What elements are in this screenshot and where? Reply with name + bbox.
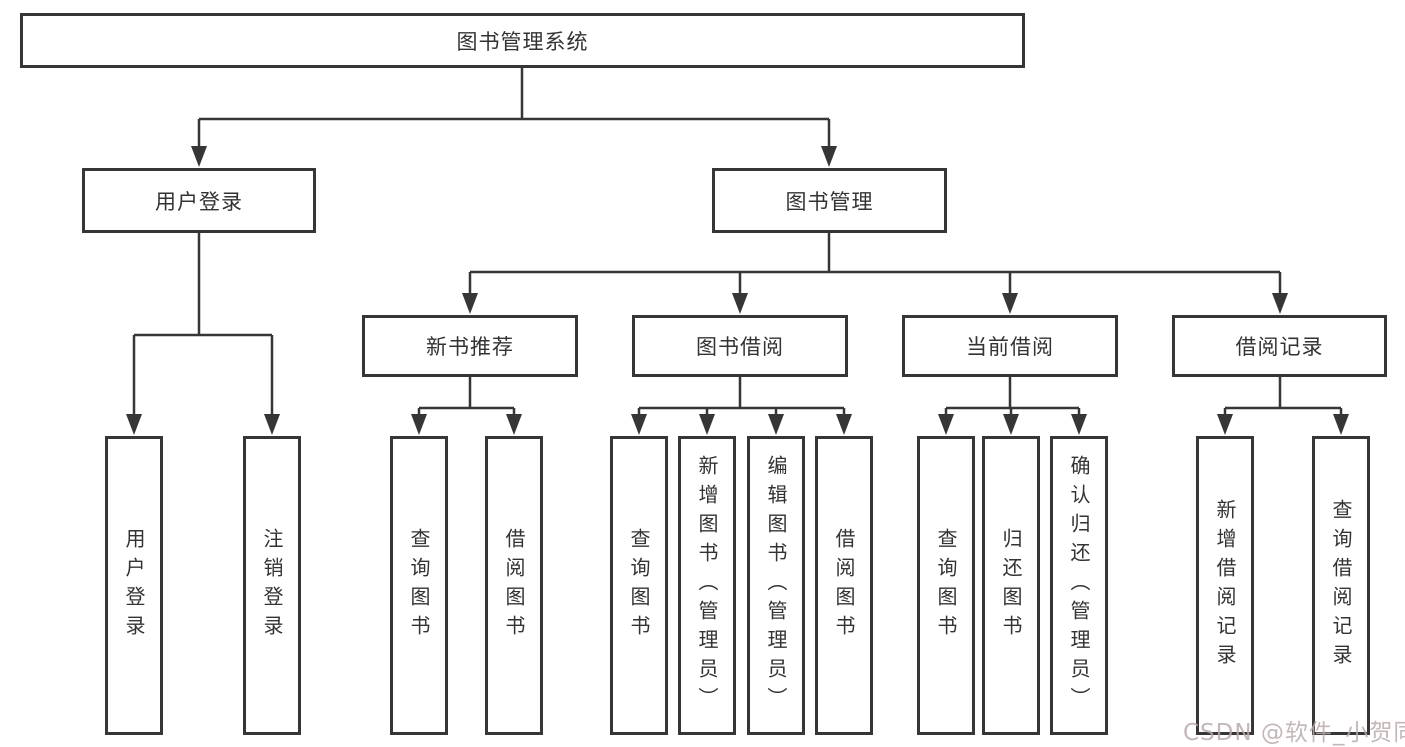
node-root-label: 图书管理系统 — [456, 29, 589, 54]
arrowhead-icons — [126, 146, 1349, 435]
arrowhead-icon — [411, 414, 427, 435]
node-book-management: 图书管理 — [712, 168, 947, 233]
leaf-borrow-borrow-books-label: 借阅图书 — [832, 527, 856, 644]
node-user-login: 用户登录 — [82, 168, 316, 233]
arrowhead-icon — [1003, 414, 1019, 435]
arrowhead-icon — [1071, 414, 1087, 435]
node-borrow-records-label: 借阅记录 — [1235, 335, 1324, 359]
leaf-borrow-add-books-admin-label: 新增图书（管理员） — [695, 455, 719, 716]
arrowhead-icon — [126, 414, 142, 435]
leaf-current-confirm-return-admin: 确认归还（管理员） — [1050, 436, 1108, 735]
arrowhead-icon — [264, 414, 280, 435]
node-book-borrow: 图书借阅 — [632, 315, 848, 377]
arrowhead-icon — [506, 414, 522, 435]
node-book-borrow-label: 图书借阅 — [696, 335, 784, 359]
leaf-recommend-query-books-label: 查询图书 — [407, 527, 431, 644]
leaf-borrow-query-books: 查询图书 — [610, 436, 668, 735]
leaf-current-return-books: 归还图书 — [982, 436, 1040, 735]
arrowhead-icon — [1333, 414, 1349, 435]
leaf-records-add-record: 新增借阅记录 — [1196, 436, 1254, 735]
arrowhead-icon — [1272, 293, 1288, 314]
node-current-borrow: 当前借阅 — [902, 315, 1118, 377]
arrowhead-icon — [631, 414, 647, 435]
leaf-recommend-borrow-books: 借阅图书 — [485, 436, 543, 735]
arrowhead-icon — [836, 414, 852, 435]
leaf-logout-label: 注销登录 — [260, 527, 284, 644]
arrowhead-icon — [938, 414, 954, 435]
arrowhead-icon — [699, 414, 715, 435]
leaf-borrow-edit-books-admin: 编辑图书（管理员） — [747, 436, 805, 735]
node-book-management-label: 图书管理 — [785, 189, 874, 214]
leaf-borrow-borrow-books: 借阅图书 — [815, 436, 873, 735]
arrowhead-icon — [1002, 293, 1018, 314]
leaf-current-query-books-label: 查询图书 — [934, 527, 958, 644]
leaf-current-confirm-return-admin-label: 确认归还（管理员） — [1067, 455, 1091, 716]
leaf-borrow-add-books-admin: 新增图书（管理员） — [678, 436, 736, 735]
leaf-user-login: 用户登录 — [105, 436, 163, 735]
leaf-user-login-label: 用户登录 — [122, 527, 146, 644]
node-new-book-recommend: 新书推荐 — [362, 315, 578, 377]
leaf-records-add-record-label: 新增借阅记录 — [1213, 498, 1237, 673]
leaf-records-query-record: 查询借阅记录 — [1312, 436, 1370, 735]
arrowhead-icon — [821, 146, 837, 167]
arrowhead-icon — [732, 293, 748, 314]
arrowhead-icon — [462, 293, 478, 314]
arrowhead-icon — [768, 414, 784, 435]
arrowhead-icon — [191, 146, 207, 167]
leaf-records-query-record-label: 查询借阅记录 — [1329, 498, 1353, 673]
arrowhead-icon — [1217, 414, 1233, 435]
leaf-borrow-query-books-label: 查询图书 — [627, 527, 651, 644]
leaf-borrow-edit-books-admin-label: 编辑图书（管理员） — [764, 455, 788, 716]
node-root: 图书管理系统 — [20, 13, 1025, 68]
node-new-book-recommend-label: 新书推荐 — [426, 335, 514, 359]
leaf-current-return-books-label: 归还图书 — [999, 527, 1023, 644]
node-borrow-records: 借阅记录 — [1172, 315, 1387, 377]
leaf-recommend-borrow-books-label: 借阅图书 — [502, 527, 526, 644]
node-current-borrow-label: 当前借阅 — [966, 335, 1054, 359]
leaf-current-query-books: 查询图书 — [917, 436, 975, 735]
leaf-logout: 注销登录 — [243, 436, 301, 735]
leaf-recommend-query-books: 查询图书 — [390, 436, 448, 735]
connector-path — [132, 68, 1343, 418]
node-user-login-label: 用户登录 — [155, 189, 243, 214]
